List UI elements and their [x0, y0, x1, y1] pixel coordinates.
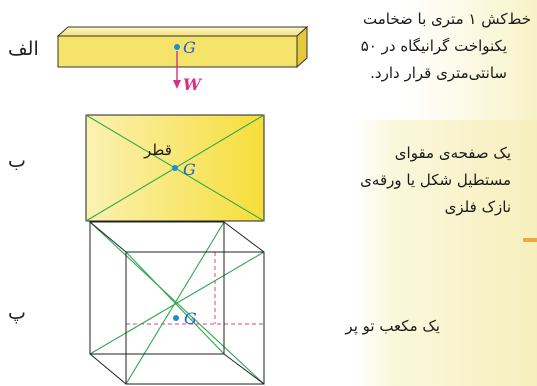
cube-front-face: [89, 221, 225, 355]
description-plate: یک صفحه‌ی مقوای مستطیل شکل یا ورقه‌ی ناز…: [271, 140, 511, 221]
center-of-gravity-point: [173, 315, 179, 321]
center-of-gravity-point: [172, 165, 178, 171]
point-label-g: G: [183, 38, 196, 57]
description-line: یک صفحه‌ی مقوای: [394, 144, 511, 162]
cube-diagonal: [125, 251, 225, 355]
cube-back-face: [125, 251, 265, 385]
cube-edge: [223, 221, 265, 253]
center-of-gravity-point: [174, 44, 180, 50]
description-cube: یک مکعب تو پر: [260, 313, 440, 340]
section-letter-be: ب: [8, 150, 26, 172]
description-line: یک مکعب تو پر: [345, 317, 440, 335]
ruler-top-face: [56, 26, 309, 37]
cube-diagonal: [89, 251, 265, 355]
weight-arrowhead: [173, 80, 181, 89]
description-line: خط‌کش ۱ متری با ضخامت: [363, 10, 531, 28]
margin-tick: [523, 238, 537, 242]
point-label-g: G: [183, 160, 196, 179]
description-line: سانتی‌متری قرار دارد.: [370, 64, 507, 82]
plate-figure: G قطر: [85, 114, 265, 222]
weight-label-w: W: [183, 75, 203, 94]
description-ruler: خط‌کش ۱ متری با ضخامت یکنواخت گرانیگاه د…: [291, 6, 531, 87]
description-line: یکنواخت گرانیگاه در ۵۰: [360, 37, 507, 55]
cube-figure: G: [89, 221, 265, 385]
section-letter-pe: پ: [8, 302, 26, 324]
cube-edge: [89, 353, 127, 385]
description-line: مستطیل شکل یا ورقه‌ی: [360, 171, 511, 189]
cube-edge: [223, 353, 265, 385]
diagonal-label: قطر: [143, 141, 172, 159]
point-label-g: G: [184, 309, 197, 328]
ruler-figure: G W: [56, 25, 309, 94]
section-letter-alef: الف: [8, 38, 39, 60]
description-line: نازک فلزی: [444, 198, 511, 216]
background-band-top: [300, 0, 537, 120]
cube-edge: [89, 221, 127, 253]
